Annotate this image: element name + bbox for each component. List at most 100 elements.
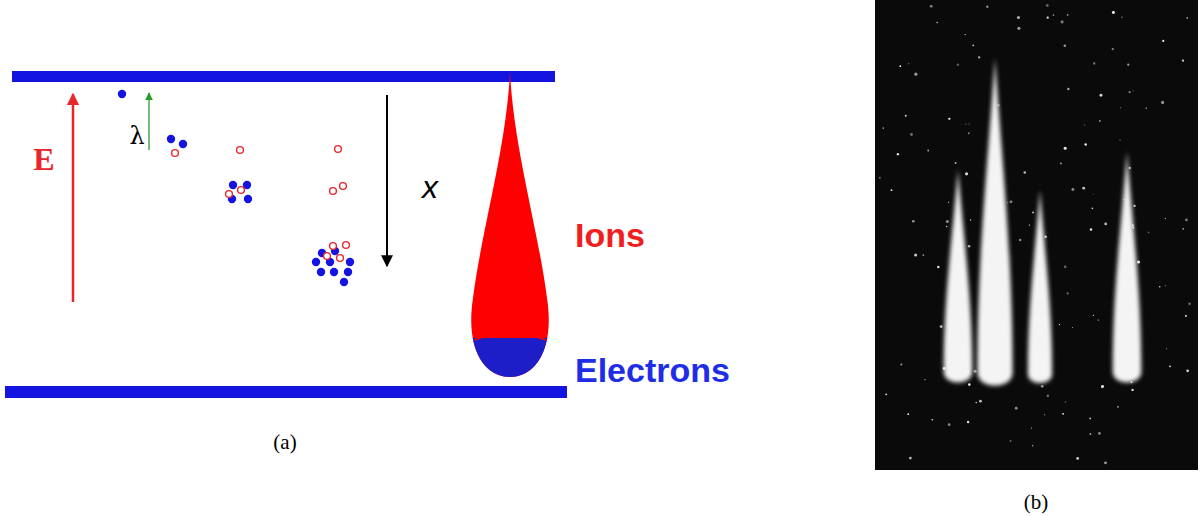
electron-dot <box>244 195 252 203</box>
electron-dot <box>312 258 320 266</box>
noise-speck <box>1015 407 1018 410</box>
noise-speck <box>1029 224 1030 225</box>
noise-speck <box>1089 418 1091 420</box>
noise-speck <box>955 162 957 164</box>
noise-speck <box>907 413 909 415</box>
electron-dot <box>167 135 175 143</box>
noise-speck <box>900 364 902 366</box>
electrons-label: Electrons <box>575 352 730 389</box>
noise-speck <box>968 132 970 134</box>
noise-speck <box>1166 348 1167 349</box>
noise-speck <box>932 419 934 421</box>
field-label: E <box>33 142 54 177</box>
noise-speck <box>1119 140 1120 141</box>
noise-speck <box>1098 432 1101 435</box>
noise-speck <box>1064 44 1067 47</box>
streamer-tracks <box>944 58 1142 386</box>
noise-speck <box>1007 202 1008 203</box>
streamer-track <box>944 170 973 382</box>
noise-speck <box>1059 324 1060 325</box>
noise-speck <box>1072 327 1073 328</box>
electron-dot <box>330 268 338 276</box>
noise-speck <box>1062 413 1064 415</box>
noise-speck <box>1127 64 1129 66</box>
noise-speck <box>1101 385 1104 388</box>
noise-speck <box>1129 91 1131 93</box>
panel-label: (b) <box>1024 491 1049 514</box>
noise-speck <box>1104 223 1107 226</box>
noise-speck <box>1067 14 1069 16</box>
noise-speck <box>975 402 977 404</box>
noise-speck <box>1047 17 1049 19</box>
streamer-track <box>1113 152 1142 382</box>
noise-speck <box>1120 107 1121 108</box>
noise-speck <box>1041 385 1044 388</box>
noise-speck <box>1019 239 1021 241</box>
noise-speck <box>1011 201 1012 202</box>
noise-speck <box>1092 207 1094 209</box>
avalanche-particles <box>118 90 354 286</box>
noise-speck <box>1146 108 1147 109</box>
noise-speck <box>1060 162 1062 164</box>
noise-speck <box>1133 90 1134 91</box>
noise-speck <box>1024 171 1027 174</box>
ion-dot <box>330 243 337 250</box>
noise-speck <box>968 245 971 248</box>
noise-speck <box>957 63 959 65</box>
noise-speck <box>1098 319 1100 321</box>
noise-speck <box>1112 48 1114 50</box>
ion-dot <box>237 147 244 154</box>
noise-speck <box>1117 406 1119 408</box>
noise-speck <box>922 254 924 256</box>
noise-speck <box>1064 147 1067 150</box>
noise-speck <box>1137 261 1140 264</box>
noise-speck <box>979 400 982 403</box>
noise-speck <box>946 220 949 223</box>
noise-speck <box>905 115 907 117</box>
noise-speck <box>1032 445 1033 446</box>
ion-dot <box>172 150 179 157</box>
noise-speck <box>1061 20 1064 23</box>
photo-background <box>875 0 1198 470</box>
ion-dot <box>238 187 245 194</box>
noise-speck <box>924 379 925 380</box>
noise-speck <box>1101 386 1104 389</box>
noise-speck <box>968 383 971 386</box>
noise-speck <box>899 65 901 67</box>
noise-speck <box>912 220 915 223</box>
noise-speck <box>908 63 909 64</box>
electron-dot <box>118 90 126 98</box>
noise-speck <box>1067 88 1069 90</box>
ions-label: Ions <box>575 217 645 254</box>
noise-speck <box>1064 266 1066 268</box>
ion-dot <box>226 191 233 198</box>
noise-speck <box>1159 286 1160 287</box>
noise-speck <box>1067 292 1069 294</box>
electrode-plate <box>12 71 555 82</box>
noise-speck <box>1082 187 1085 190</box>
ion-dot <box>324 253 331 260</box>
noise-speck <box>1032 211 1034 213</box>
noise-speck <box>1046 4 1049 7</box>
noise-speck <box>969 124 970 125</box>
noise-speck <box>1186 370 1189 373</box>
ion-dot <box>330 188 337 195</box>
noise-speck <box>1017 16 1020 19</box>
noise-speck <box>1047 395 1050 398</box>
noise-speck <box>1128 167 1130 169</box>
electrode-plate <box>5 386 567 398</box>
electron-dot <box>229 181 237 189</box>
noise-speck <box>946 226 948 228</box>
electron-dot <box>179 140 187 148</box>
noise-speck <box>914 253 917 256</box>
noise-speck <box>936 22 938 24</box>
noise-speck <box>967 421 969 423</box>
noise-speck <box>1100 94 1103 97</box>
noise-speck <box>885 393 887 395</box>
noise-speck <box>970 219 971 220</box>
noise-speck <box>1084 143 1086 145</box>
noise-speck <box>965 172 968 175</box>
streamer-track <box>977 58 1012 386</box>
field-arrow <box>72 94 75 302</box>
